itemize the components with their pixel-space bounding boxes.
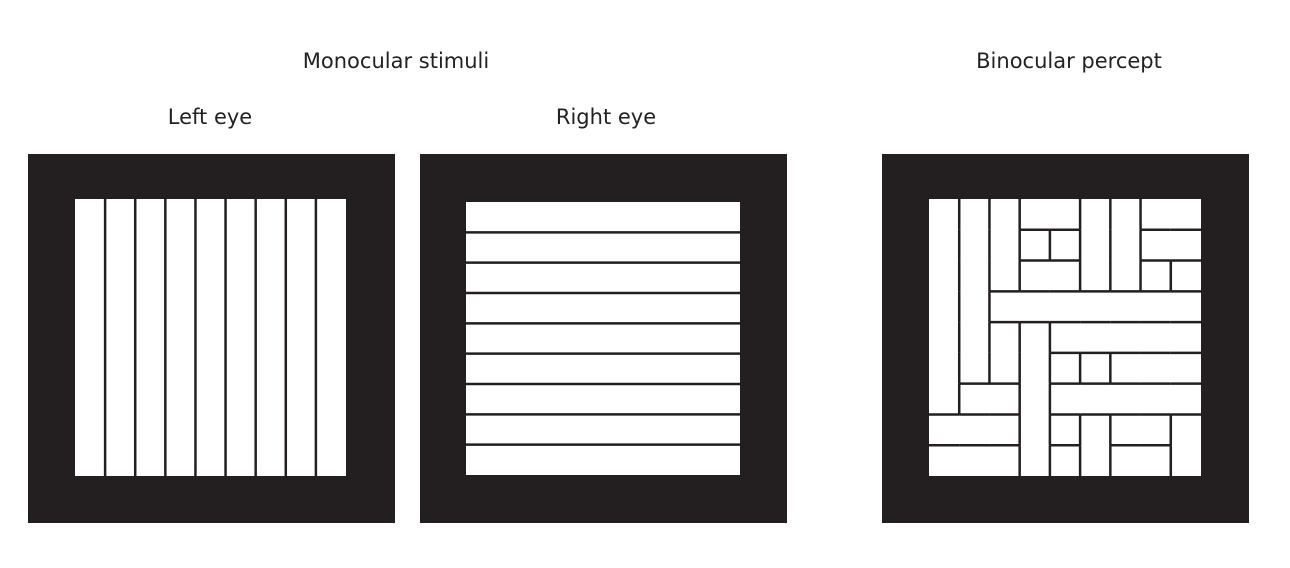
label-right-eye: Right eye: [555, 105, 657, 129]
binocular-percept-panel: [882, 154, 1249, 523]
left-eye-panel: [28, 154, 395, 523]
heading-monocular-stimuli: Monocular stimuli: [302, 49, 490, 73]
binocular-field: [929, 199, 1201, 476]
heading-binocular-percept: Binocular percept: [976, 49, 1162, 73]
label-left-eye: Left eye: [167, 105, 253, 129]
right-eye-panel: [420, 154, 787, 523]
right-eye-field: [466, 202, 740, 475]
left-eye-field: [75, 199, 346, 476]
